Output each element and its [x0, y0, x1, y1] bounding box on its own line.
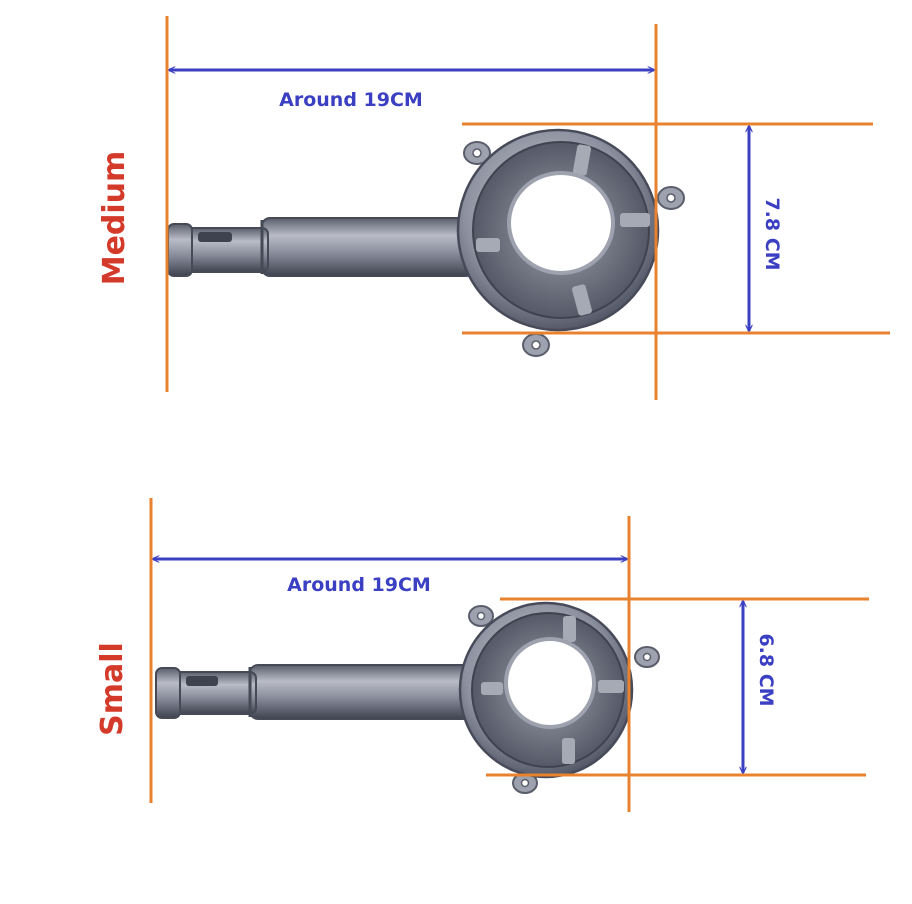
small-burner-group: Small Around 19CM 6.8 CM — [95, 498, 869, 812]
size-label: Small — [95, 642, 130, 736]
mounting-tab — [463, 141, 491, 165]
length-label: Around 19CM — [287, 574, 431, 596]
mounting-tab — [657, 186, 685, 210]
medium-burner-image — [167, 128, 685, 357]
small-burner-image — [155, 601, 660, 794]
gas-tube — [155, 664, 475, 720]
size-label: Medium — [97, 151, 132, 286]
medium-burner-group: Medium Around 19CM 7.8 CM — [97, 16, 890, 400]
diameter-label: 7.8 CM — [761, 197, 783, 270]
burner-ring — [458, 601, 634, 779]
length-label: Around 19CM — [279, 89, 423, 111]
diameter-label: 6.8 CM — [755, 633, 777, 706]
mounting-tab — [522, 333, 550, 357]
burner-ring — [456, 128, 660, 332]
mounting-tab — [634, 646, 660, 668]
gas-tube — [167, 217, 475, 277]
mounting-tab — [468, 605, 494, 627]
